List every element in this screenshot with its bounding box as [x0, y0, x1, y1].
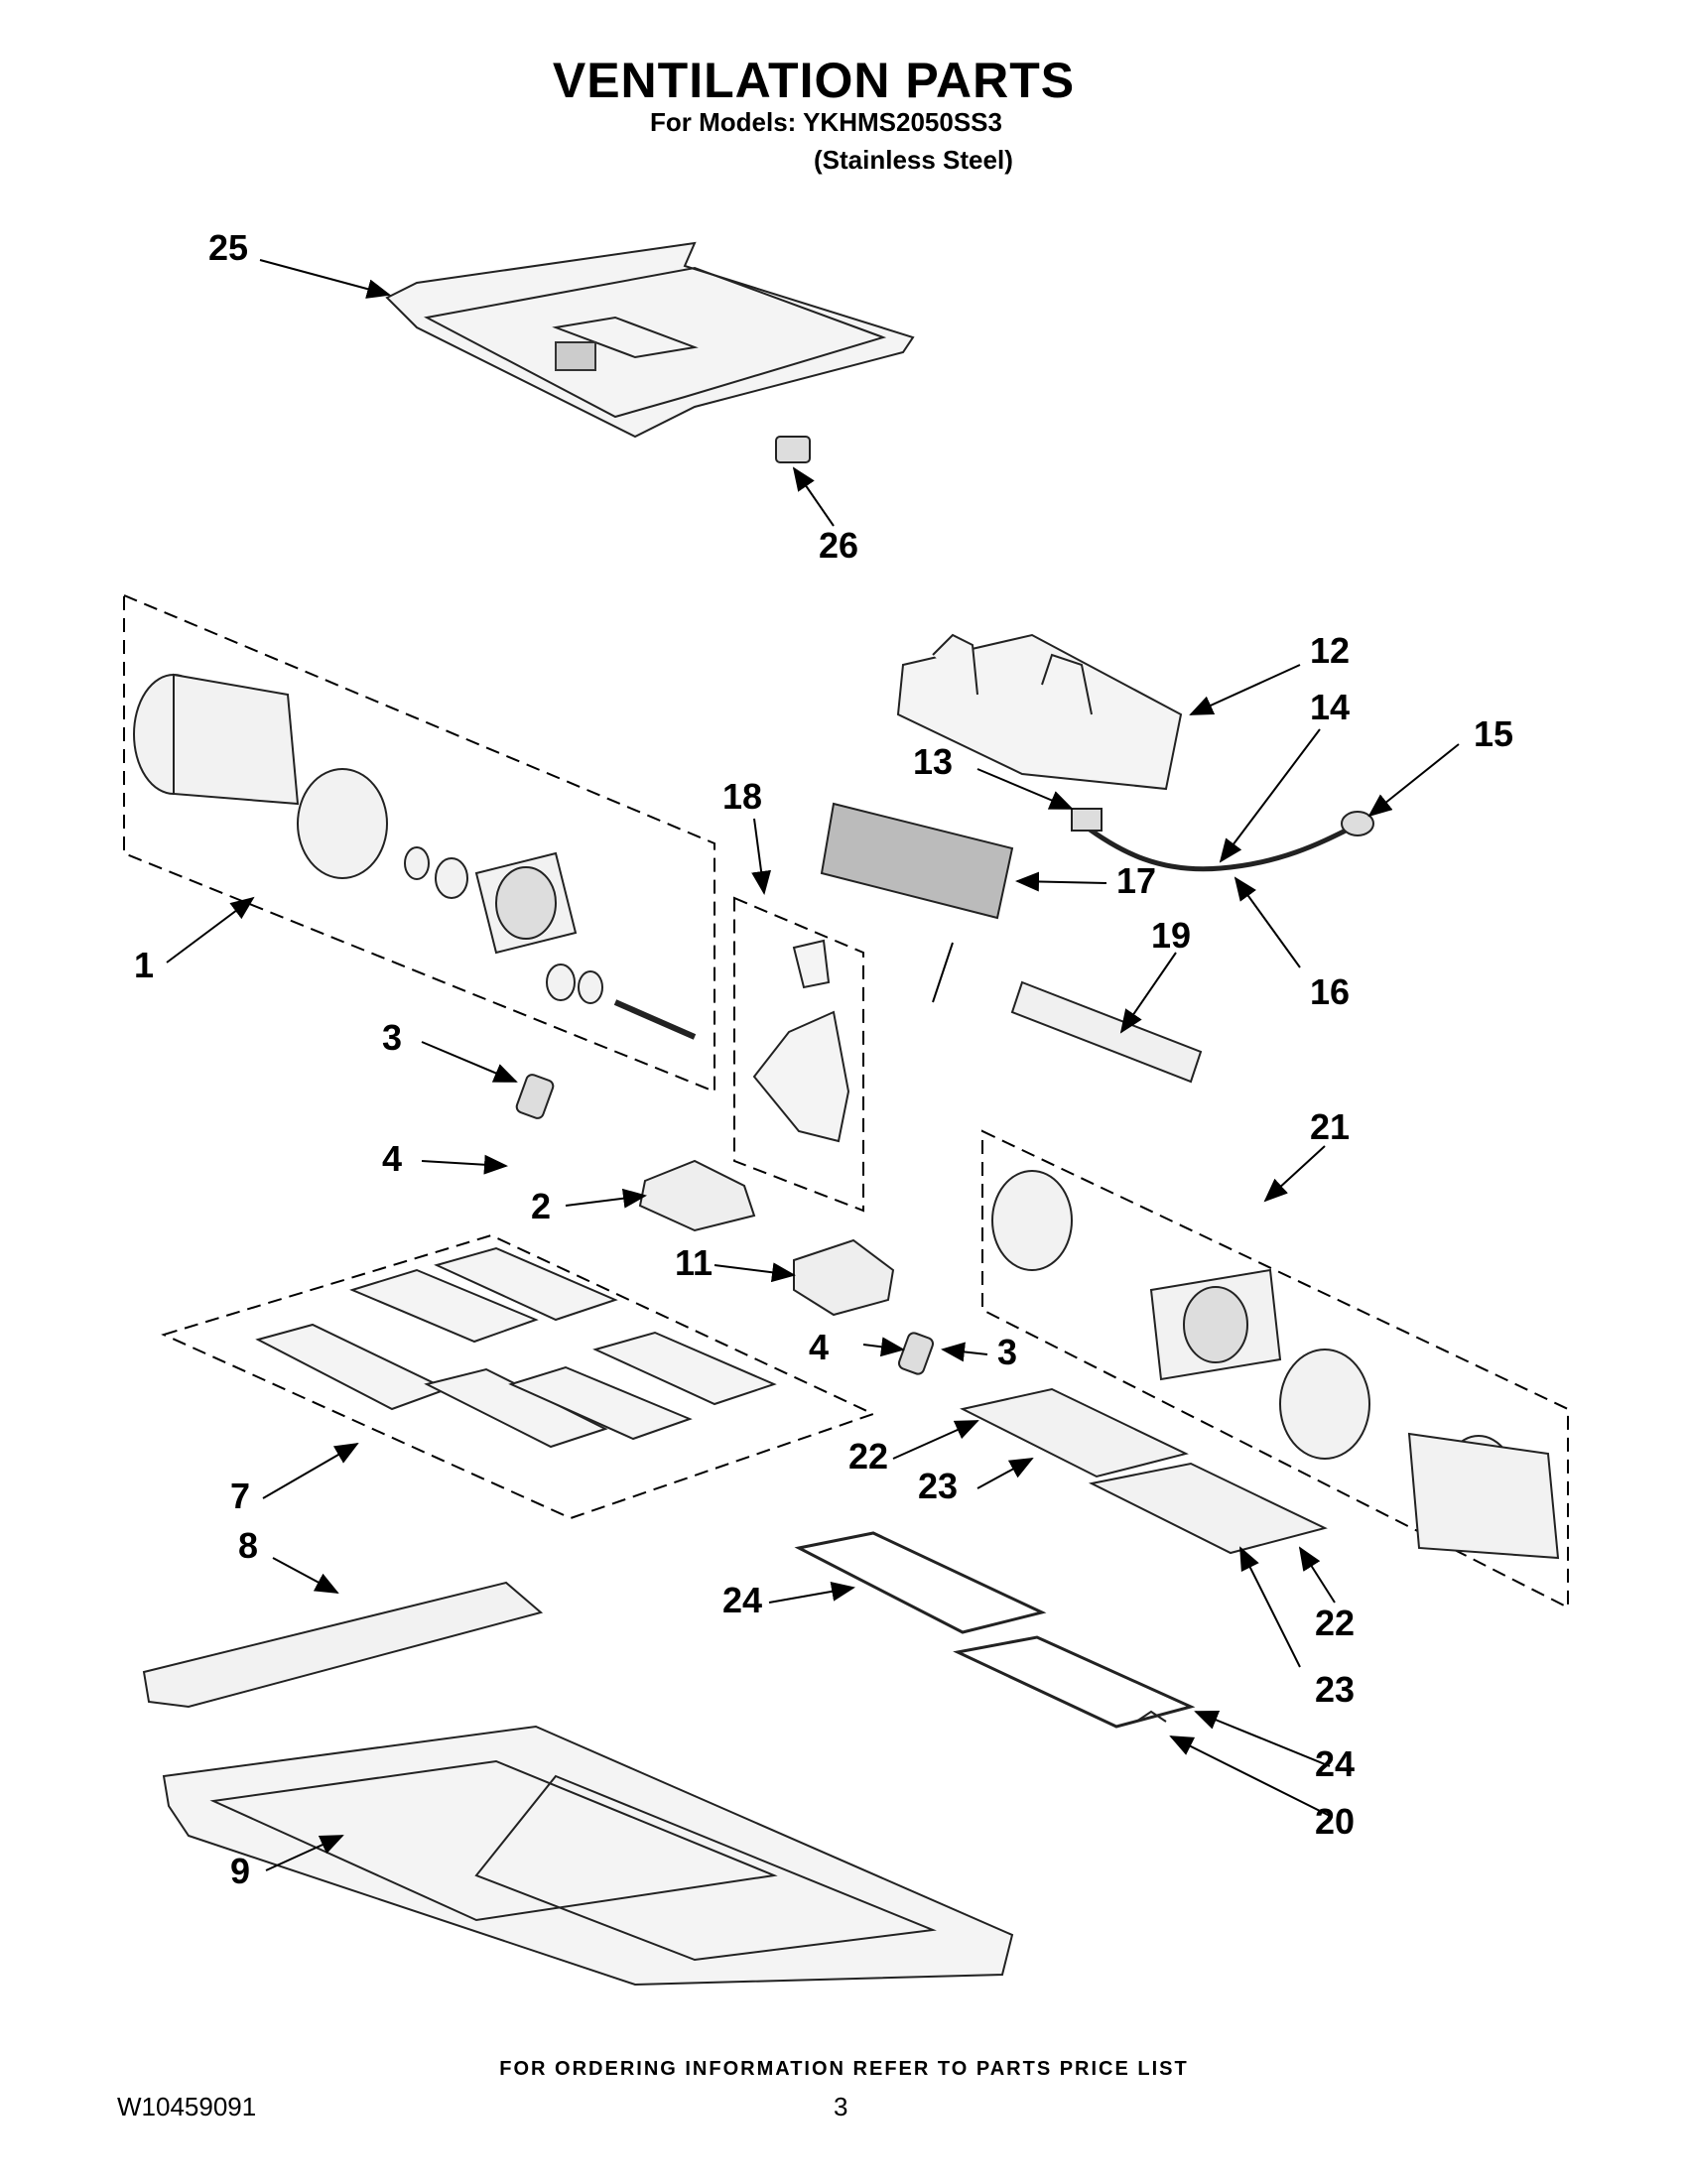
left-blower-assembly — [123, 593, 715, 1093]
callout-number: 19 — [1151, 915, 1191, 956]
callout-number: 23 — [1315, 1669, 1355, 1710]
top-cover-part — [385, 241, 915, 439]
lamp-tube-part — [1010, 980, 1203, 1084]
callout-number: 12 — [1310, 630, 1350, 671]
callout-number: 21 — [1310, 1106, 1350, 1147]
wire-harness-part — [1071, 808, 1374, 872]
callout-number: 16 — [1310, 971, 1350, 1012]
callout-number: 1 — [134, 945, 154, 985]
callout-number: 3 — [997, 1332, 1017, 1372]
callout-number: 24 — [722, 1580, 762, 1620]
document-number: W10459091 — [117, 2092, 257, 2121]
callout-number: 22 — [848, 1436, 888, 1477]
grease-filter-part — [960, 1387, 1328, 1555]
control-bracket-part — [896, 633, 1183, 791]
callout-number: 7 — [230, 1476, 250, 1516]
callout-number: 23 — [918, 1466, 958, 1506]
right-blower-assembly — [932, 942, 1569, 1609]
models-line: For Models: YKHMS2050SS3 — [650, 107, 1002, 137]
callout-number: 15 — [1474, 713, 1513, 754]
callout-number: 11 — [675, 1242, 713, 1283]
page-number: 3 — [834, 2092, 848, 2121]
callout-number: 20 — [1315, 1801, 1355, 1842]
callout-number: 14 — [1310, 687, 1350, 727]
callout-number: 2 — [531, 1186, 551, 1226]
damper-clip-part — [1135, 1710, 1167, 1723]
callout-number: 22 — [1315, 1603, 1355, 1643]
leader-arrows — [166, 259, 1460, 1871]
vent-cover-part — [142, 1581, 544, 1709]
callout-labels: 25 26 12 14 15 13 17 16 18 19 1 3 4 2 21… — [134, 227, 1513, 1891]
callout-number: 9 — [230, 1851, 250, 1891]
callout-number: 25 — [208, 227, 248, 268]
clip-part — [775, 436, 811, 463]
callout-number: 26 — [819, 525, 858, 566]
callout-number: 8 — [238, 1525, 258, 1566]
callout-number: 4 — [382, 1138, 402, 1179]
damper-part — [638, 1159, 895, 1317]
ordering-note: FOR ORDERING INFORMATION REFER TO PARTS … — [499, 2058, 1189, 2080]
filter-panel-group — [161, 1233, 876, 1520]
callout-number: 17 — [1116, 860, 1156, 901]
bracket-assembly — [733, 896, 864, 1213]
filter-frame-part — [794, 1531, 1196, 1729]
callout-number: 4 — [809, 1327, 829, 1367]
callout-number: 13 — [913, 741, 953, 782]
finish-line: (Stainless Steel) — [814, 145, 1013, 175]
callout-number: 3 — [382, 1017, 402, 1058]
callout-number: 24 — [1315, 1743, 1355, 1784]
charcoal-filter-part — [820, 802, 1014, 920]
page-title: VENTILATION PARTS — [552, 53, 1076, 108]
bottom-panel-part — [162, 1725, 1014, 1987]
callout-number: 18 — [722, 776, 762, 817]
fitting-part — [515, 1074, 935, 1375]
